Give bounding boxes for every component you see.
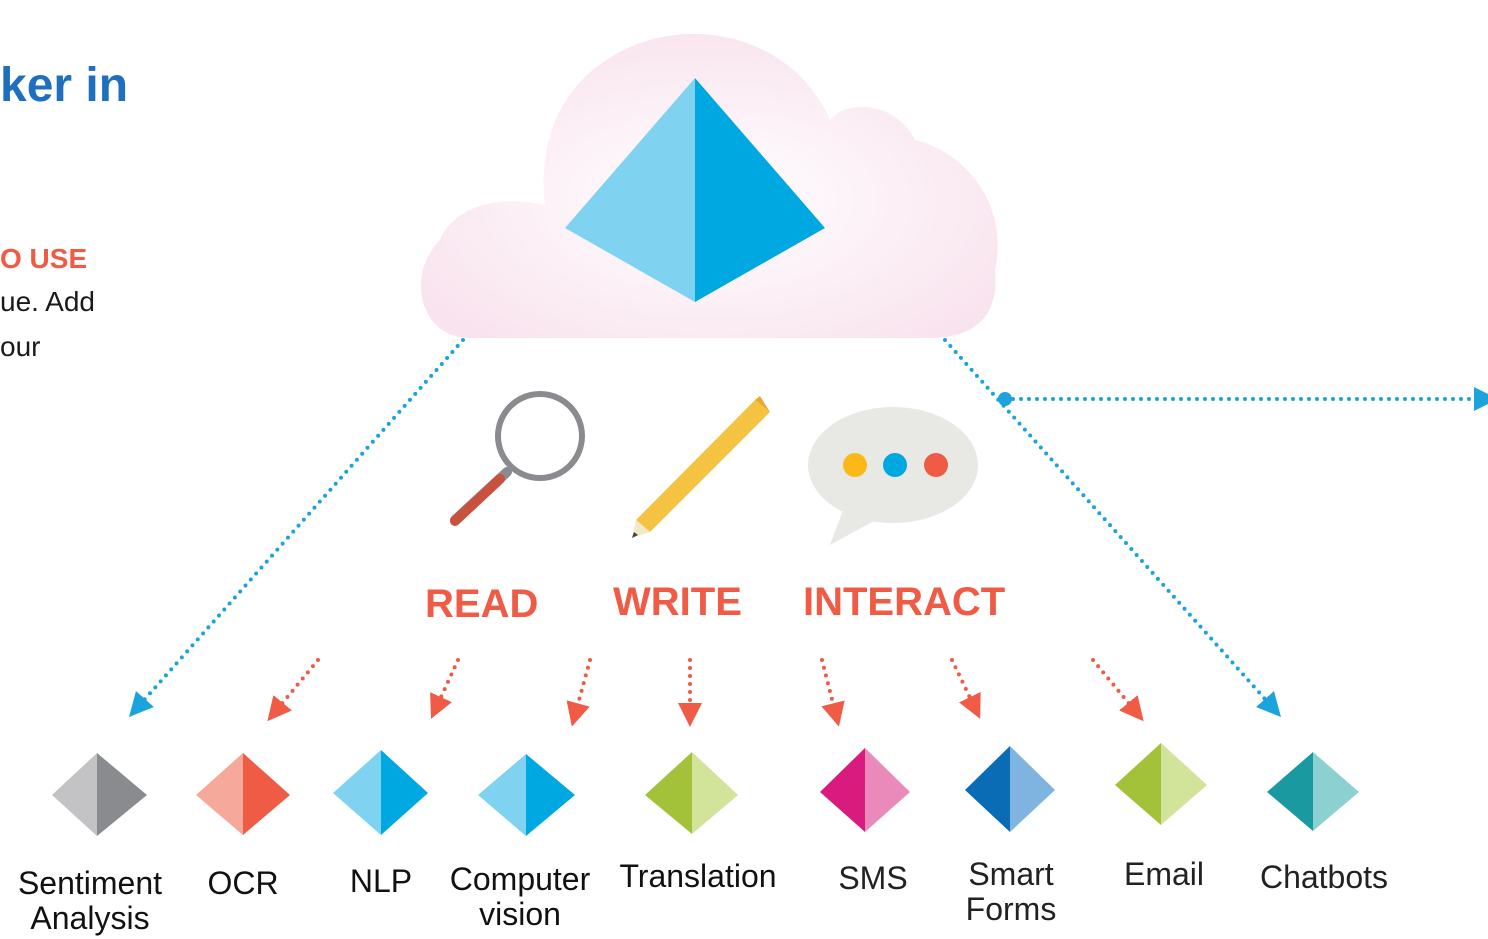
subtitle-accent: O USE (0, 243, 88, 274)
capability-label-ocr: OCR (207, 865, 279, 901)
capability-pyramid (645, 752, 738, 834)
capability-pyramid (333, 750, 428, 835)
action-read: READ (425, 582, 539, 626)
capability-label-email: Email (1123, 856, 1205, 892)
capability-pyramid (1267, 752, 1359, 831)
red-dotted-arrows (267, 658, 1144, 727)
body-line-2: our (0, 331, 41, 362)
action-write: WRITE (613, 580, 742, 624)
capability-pyramid (196, 753, 290, 835)
capability-label-sentiment-analysis: Sentiment Analysis (17, 865, 163, 936)
connector-node (998, 392, 1012, 406)
pyramid-logo-icon (565, 78, 825, 302)
capability-label-translation: Translation (619, 858, 777, 894)
pencil-icon (632, 396, 770, 538)
capability-pyramid (478, 754, 575, 836)
capability-label-smart-forms: Smart Forms (965, 856, 1057, 927)
capability-pyramid (52, 753, 147, 836)
capability-pyramid (820, 748, 910, 832)
capability-label-sms: SMS (838, 860, 908, 896)
page-title: ker in (0, 59, 129, 112)
capability-label-chatbots: Chatbots (1259, 859, 1389, 895)
capability-label-nlp: NLP (349, 863, 413, 899)
action-interact: INTERACT (803, 580, 1006, 624)
capability-pyramid (965, 746, 1055, 832)
capability-pyramid (1115, 743, 1207, 825)
chat-bubble-icon (808, 407, 978, 545)
magnifier-icon (450, 391, 585, 526)
blue-dotted-connectors (129, 338, 1488, 717)
body-line-1: ue. Add (0, 286, 95, 317)
capability-label-computer-vision: Computer vision (449, 861, 591, 932)
